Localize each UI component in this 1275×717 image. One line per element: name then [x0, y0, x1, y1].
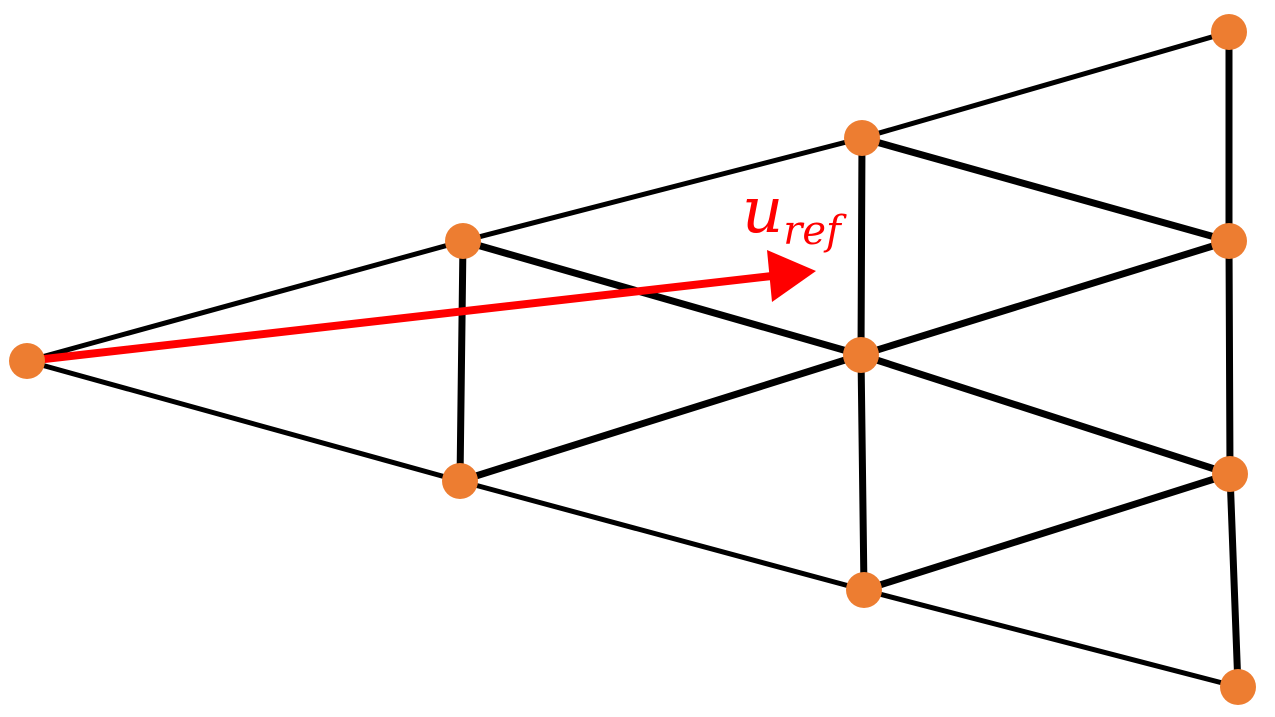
reference-vector [23, 250, 816, 365]
mesh-edge-n3-n4 [857, 134, 866, 359]
mesh-node-n1 [445, 223, 481, 259]
mesh-edge-n2-n5 [457, 478, 867, 593]
mesh-edge-n4-n5 [857, 351, 868, 594]
mesh-edge-n5-n8 [860, 470, 1234, 594]
mesh-node-n3 [844, 120, 880, 156]
mesh-edge-n5-n9 [861, 587, 1241, 690]
reference-vector-label-subscript: ref [783, 208, 847, 254]
mesh-edge-n3-n7 [858, 134, 1233, 245]
mesh-node-n8 [1212, 456, 1248, 492]
mesh-edge-n0-n2 [24, 358, 463, 484]
mesh-edge-n1-n2 [456, 237, 467, 485]
mesh-node-n4 [843, 337, 879, 373]
mesh-node-n2 [442, 463, 478, 499]
reference-vector-shaft [23, 272, 776, 365]
mesh-edge-n2-n4 [456, 351, 865, 485]
reference-vector-label: uref [742, 174, 847, 254]
mesh-edge-n8-n9 [1226, 470, 1242, 691]
mesh-edge-n0-n1 [24, 238, 466, 364]
reference-vector-arrowhead [767, 250, 816, 302]
mesh-edge-n4-n7 [857, 237, 1233, 359]
mesh-node-n7 [1211, 223, 1247, 259]
mesh-nodes [9, 14, 1256, 705]
mesh-edge-n1-n4 [459, 237, 865, 359]
mesh-node-n0 [9, 343, 45, 379]
mesh-edge-n7-n8 [1225, 237, 1234, 478]
mesh-edge-n1-n3 [460, 135, 865, 244]
mesh-edge-n4-n8 [857, 351, 1234, 478]
mesh-edges [24, 28, 1242, 691]
mesh-node-n5 [846, 572, 882, 608]
reference-vector-label-base: u [742, 174, 783, 248]
mesh-edge-n3-n6 [859, 29, 1232, 141]
mesh-node-n9 [1220, 669, 1256, 705]
mesh-node-n6 [1211, 14, 1247, 50]
